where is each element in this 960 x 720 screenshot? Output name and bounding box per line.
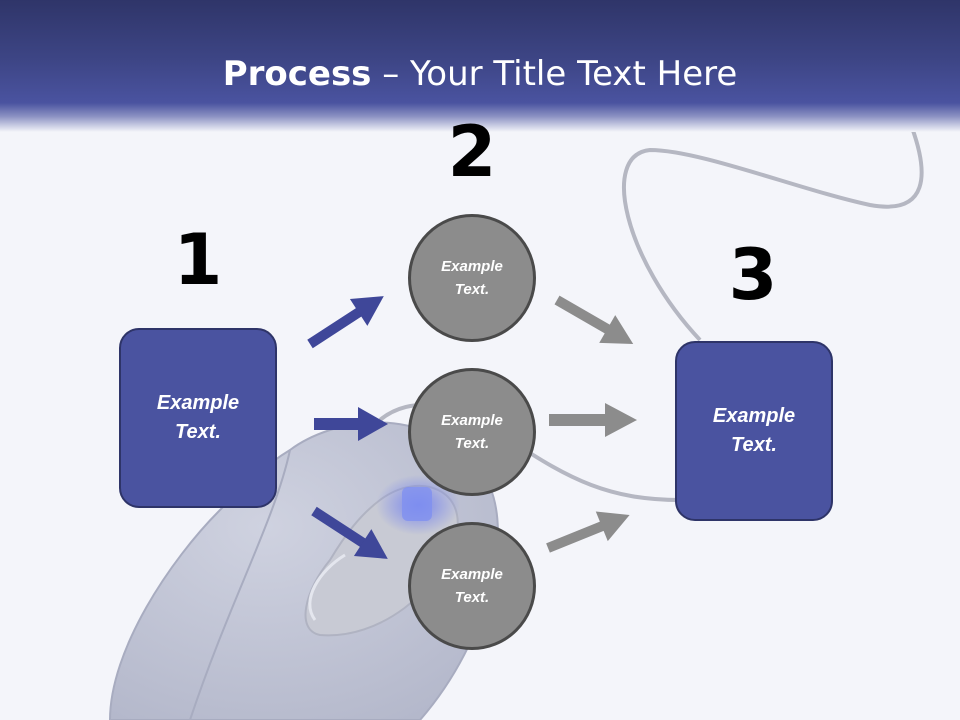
box-step-1: Example Text. bbox=[119, 328, 277, 508]
blue-arrows bbox=[307, 296, 388, 559]
title-rest: – Your Title Text Here bbox=[371, 54, 738, 94]
circle-step-2-middle: Example Text. bbox=[408, 368, 536, 496]
step-number-3: 3 bbox=[728, 234, 778, 316]
circle-step-2-bottom: Example Text. bbox=[408, 522, 536, 650]
slide-title: Process – Your Title Text Here bbox=[0, 52, 960, 96]
header-bar bbox=[0, 0, 960, 132]
arrow-to-circle-middle bbox=[314, 407, 388, 441]
box-step-3: Example Text. bbox=[675, 341, 833, 521]
step-number-2: 2 bbox=[447, 111, 497, 193]
mouse-button-line bbox=[189, 449, 291, 720]
circle-step-2-top: Example Text. bbox=[408, 214, 536, 342]
arrow-from-circle-top bbox=[554, 295, 634, 344]
gray-arrows bbox=[546, 295, 637, 553]
step-number-1: 1 bbox=[173, 219, 223, 301]
arrow-from-circle-bottom bbox=[546, 511, 630, 553]
title-bold: Process bbox=[222, 54, 372, 94]
arrow-to-circle-bottom bbox=[311, 506, 388, 559]
arrow-from-circle-middle bbox=[549, 403, 637, 437]
mouse-cable bbox=[621, 109, 924, 342]
arrow-to-circle-top bbox=[307, 296, 384, 349]
